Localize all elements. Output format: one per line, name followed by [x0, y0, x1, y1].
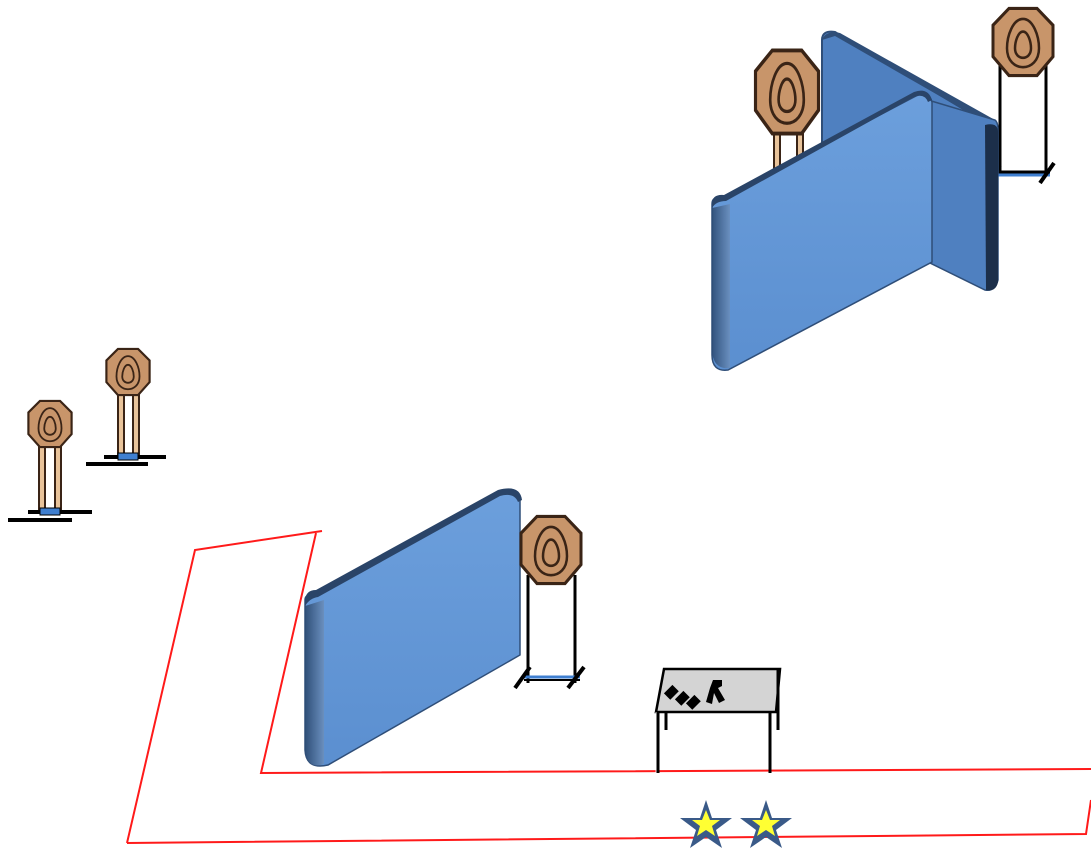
wall-front	[304, 488, 522, 767]
loading-table	[654, 667, 782, 773]
target-face-icon	[519, 514, 583, 586]
magazines	[663, 684, 701, 710]
target-face-icon	[105, 347, 151, 397]
target-face-icon	[27, 399, 73, 449]
shooting-area-boundary	[126, 530, 1091, 844]
start-star-1	[680, 800, 732, 848]
target-face-icon	[991, 6, 1055, 78]
start-star-2	[740, 800, 792, 848]
target-near-wall	[513, 514, 586, 690]
wall-back-right	[711, 90, 999, 371]
target-face-icon	[753, 48, 821, 136]
target-far-left-2	[86, 347, 166, 466]
target-far-left-1	[8, 399, 92, 522]
pistol-icon	[706, 680, 725, 704]
